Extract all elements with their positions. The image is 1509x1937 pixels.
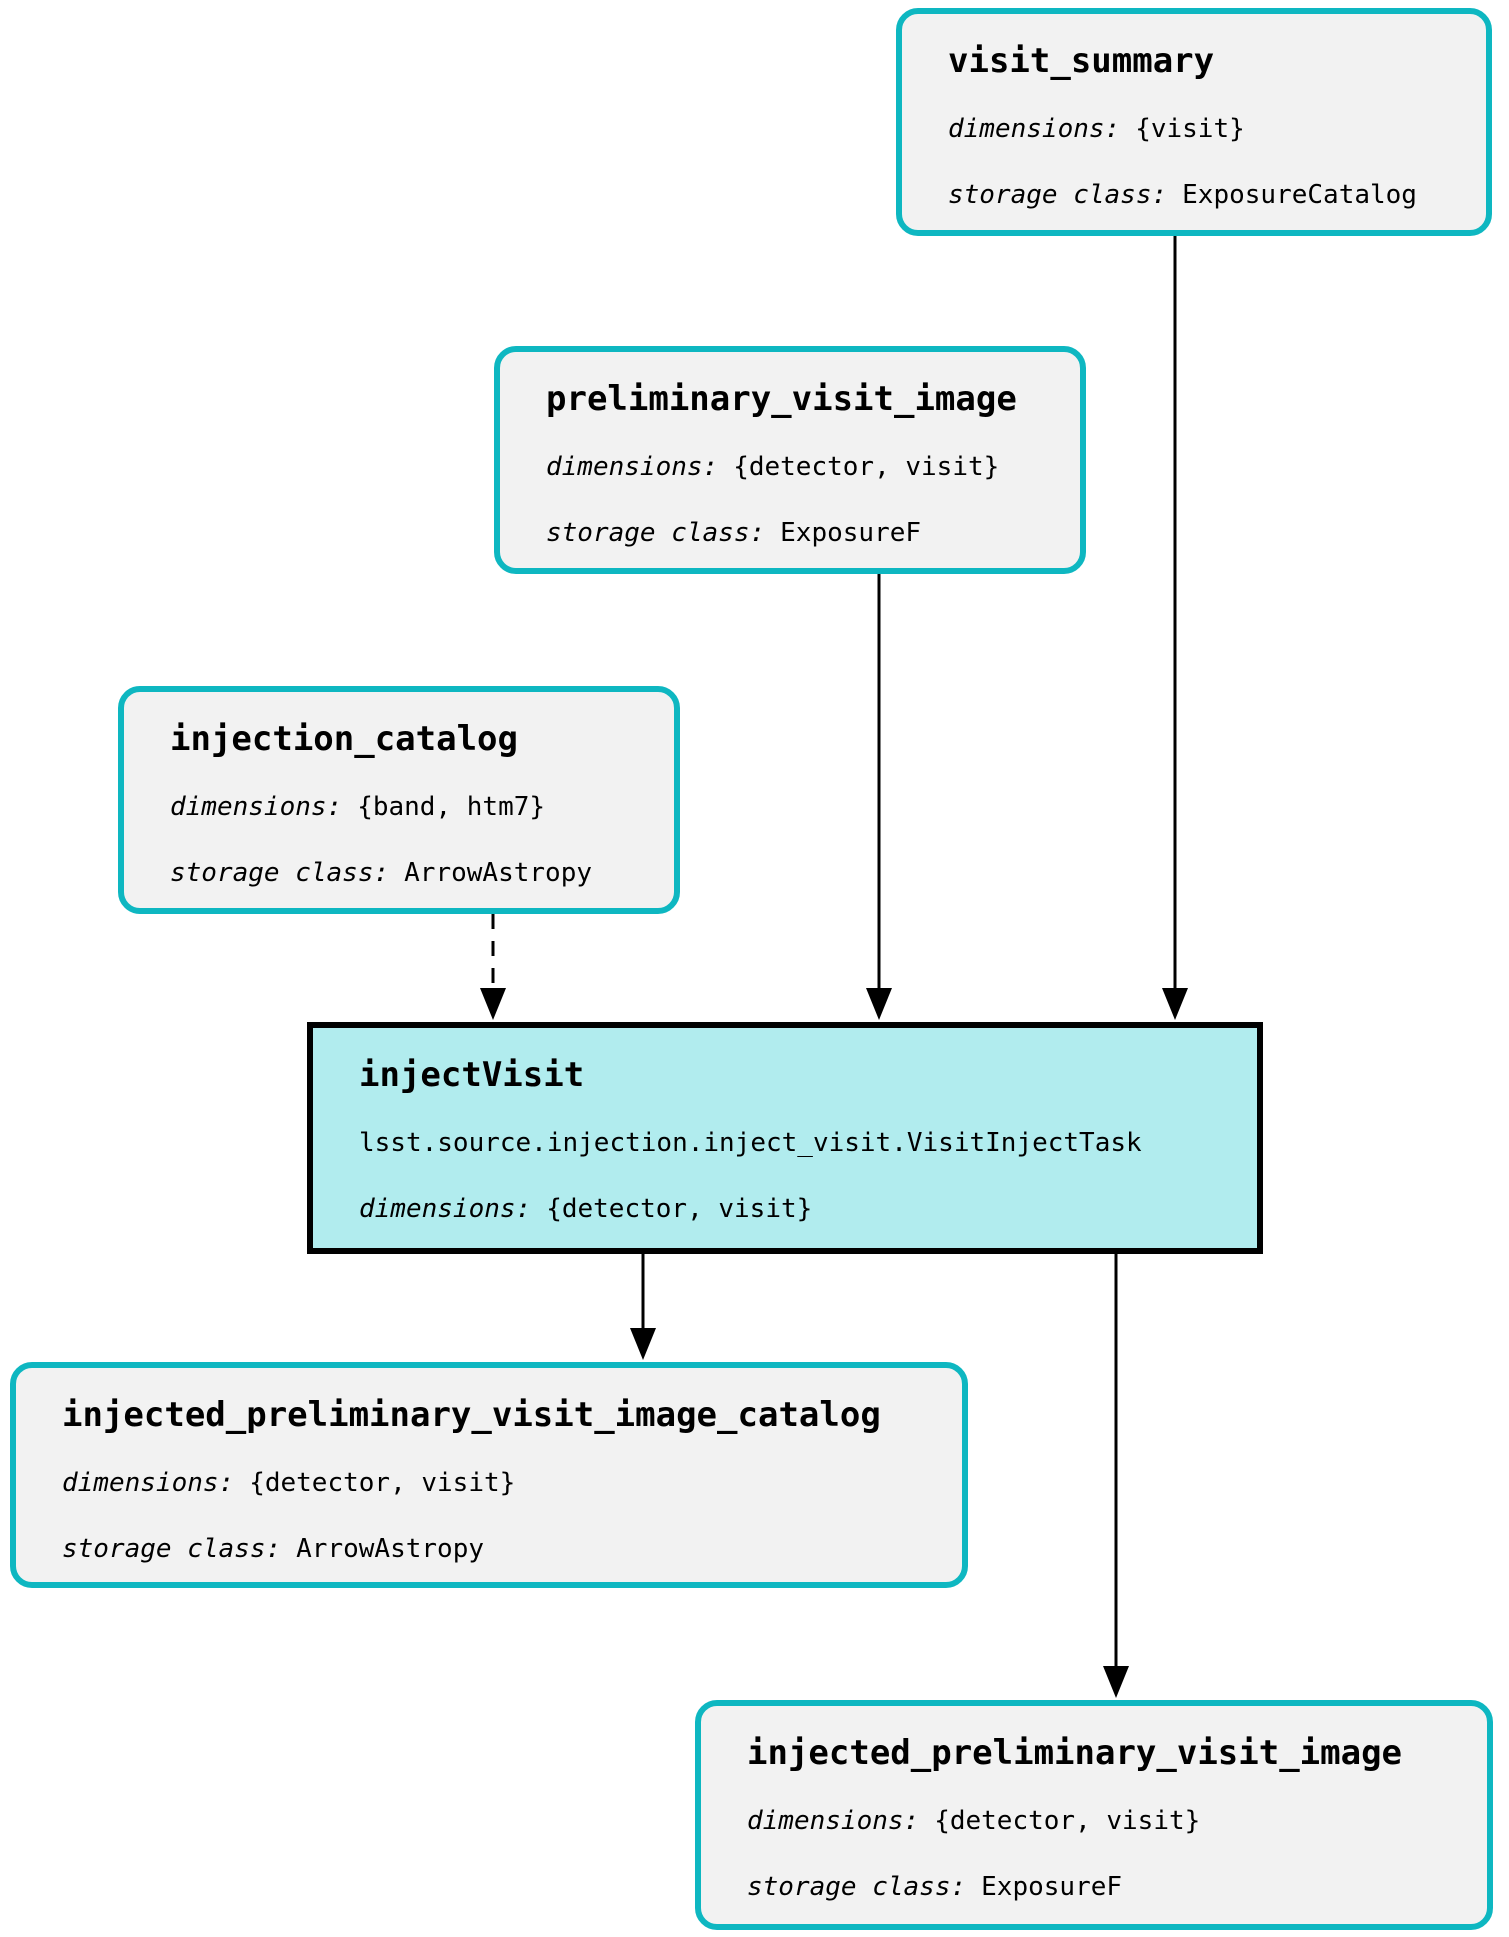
storage-class-row: storage class: ArrowAstropy: [170, 852, 628, 894]
storage-class-label: storage class:: [546, 518, 766, 548]
node-injection-catalog: injection_catalog dimensions: {band, htm7…: [118, 686, 680, 914]
storage-class-value: ArrowAstropy: [296, 1534, 484, 1564]
dimensions-label: dimensions:: [546, 452, 719, 482]
dimensions-value: {detector, visit}: [934, 1806, 1201, 1836]
node-title: injection_catalog: [170, 719, 518, 759]
edge-injectvisit-to-injected-image: [1103, 1254, 1129, 1698]
edge-preliminary-visit-image-to-injectvisit: [866, 574, 892, 1020]
storage-class-label: storage class:: [170, 858, 390, 888]
dimensions-row: dimensions: {detector, visit}: [546, 446, 1034, 488]
storage-class-row: storage class: ExposureCatalog: [948, 174, 1440, 216]
dimensions-value: {detector, visit}: [249, 1468, 516, 1498]
node-visit-summary: visit_summary dimensions: {visit} storage…: [896, 8, 1492, 236]
storage-class-row: storage class: ExposureF: [546, 512, 1034, 554]
storage-class-label: storage class:: [948, 180, 1168, 210]
dimensions-label: dimensions:: [747, 1806, 920, 1836]
node-title: preliminary_visit_image: [546, 379, 1017, 419]
edge-visit-summary-to-injectvisit: [1162, 236, 1188, 1020]
dimensions-label: dimensions:: [170, 792, 343, 822]
dimensions-row: dimensions: {detector, visit}: [62, 1462, 916, 1504]
dimensions-row: dimensions: {band, htm7}: [170, 786, 628, 828]
dimensions-row: dimensions: {detector, visit}: [747, 1800, 1441, 1842]
storage-class-value: ExposureF: [780, 518, 922, 548]
node-injected-preliminary-visit-image-catalog: injected_preliminary_visit_image_catalog…: [10, 1362, 968, 1588]
storage-class-value: ArrowAstropy: [404, 858, 592, 888]
node-injectvisit-task: injectVisit lsst.source.injection.inject…: [307, 1022, 1263, 1254]
dimensions-row: dimensions: {visit}: [948, 108, 1440, 150]
task-class-row: lsst.source.injection.inject_visit.Visit…: [359, 1128, 1142, 1158]
dimensions-value: {detector, visit}: [546, 1194, 813, 1224]
node-title: injectVisit: [359, 1055, 585, 1095]
storage-class-row: storage class: ExposureF: [747, 1866, 1441, 1908]
dimensions-row: dimensions: {detector, visit}: [359, 1188, 1211, 1230]
node-title: visit_summary: [948, 41, 1215, 81]
node-title: injected_preliminary_visit_image: [747, 1733, 1403, 1773]
dimensions-value: {band, htm7}: [357, 792, 546, 822]
node-title: injected_preliminary_visit_image_catalog: [62, 1395, 881, 1435]
edge-injection-catalog-to-injectvisit: [480, 914, 506, 1020]
edge-injectvisit-to-injected-catalog: [630, 1254, 656, 1360]
dimensions-label: dimensions:: [62, 1468, 235, 1498]
storage-class-row: storage class: ArrowAstropy: [62, 1528, 916, 1570]
node-preliminary-visit-image: preliminary_visit_image dimensions: {dete…: [494, 346, 1086, 574]
node-injected-preliminary-visit-image: injected_preliminary_visit_image dimensi…: [695, 1700, 1493, 1930]
storage-class-label: storage class:: [747, 1872, 967, 1902]
dimensions-value: {detector, visit}: [733, 452, 1000, 482]
dimensions-label: dimensions:: [359, 1194, 532, 1224]
dimensions-label: dimensions:: [948, 114, 1121, 144]
dimensions-value: {visit}: [1135, 114, 1245, 144]
storage-class-label: storage class:: [62, 1534, 282, 1564]
storage-class-value: ExposureF: [981, 1872, 1123, 1902]
storage-class-value: ExposureCatalog: [1182, 180, 1417, 210]
